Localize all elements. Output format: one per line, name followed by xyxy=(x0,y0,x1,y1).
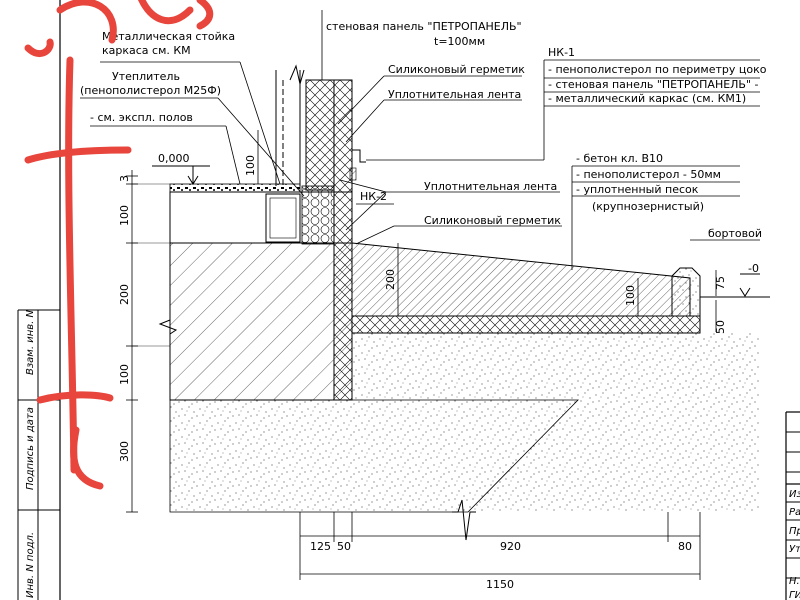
dim-bottom-920: 920 xyxy=(500,540,521,553)
metal-post xyxy=(275,70,301,186)
label-nk1: НК-1 xyxy=(548,46,575,59)
label-lenta-mid: Уплотнительная лента xyxy=(424,180,557,193)
foam-insulation xyxy=(301,185,335,245)
level-mark-right xyxy=(739,273,760,297)
floor-finish xyxy=(169,183,301,193)
dim-bottom-total: 1150 xyxy=(486,578,514,591)
break-mark-left xyxy=(158,319,178,335)
title-block-row: Н. xyxy=(789,576,800,587)
blind-area-insulation xyxy=(351,315,701,334)
nk1-item: - металлический каркас (см. КМ1) xyxy=(548,92,746,105)
dim-3: 3 xyxy=(118,175,131,182)
dim-100b: 100 xyxy=(118,364,131,385)
left-dimension-chain xyxy=(126,170,170,513)
dim-bottom-125: 125 xyxy=(310,540,331,553)
stamp-podpis-data: Подпись и дата xyxy=(25,407,36,490)
break-mark xyxy=(289,64,305,85)
beton-item: - пенополистерол - 50мм xyxy=(576,168,721,181)
label-stoyka-2: каркаса см. КМ xyxy=(102,44,191,57)
break-mark-bottom xyxy=(452,499,476,541)
wall-panel xyxy=(333,79,353,401)
sealant-top xyxy=(349,167,357,181)
stamp-inv-podl: Инв. N подл. xyxy=(25,532,36,598)
wall-panel-core xyxy=(305,79,335,191)
leaders-top xyxy=(321,10,522,143)
sand-fill-right xyxy=(352,333,760,512)
flashing xyxy=(352,149,366,163)
level-zero-label: 0,000 xyxy=(158,152,190,165)
dim-200: 200 xyxy=(118,284,131,305)
label-panel-top-2: t=100мм xyxy=(434,35,485,48)
label-germetik-top: Силиконовый герметик xyxy=(388,63,525,76)
dim-100: 100 xyxy=(118,205,131,226)
beton-item: (крупнозернистый) xyxy=(592,200,704,213)
title-block-row: Ра xyxy=(789,507,800,518)
title-block-row: ГИ xyxy=(789,590,800,600)
leaders-mid xyxy=(339,179,562,245)
title-block-row: Пр xyxy=(789,526,800,537)
sheet-frame xyxy=(17,0,61,600)
label-panel-top-1: стеновая панель "ПЕТРОПАНЕЛЬ" xyxy=(326,20,522,33)
dim-75: 75 xyxy=(714,276,727,290)
beton-item: - уплотненный песок xyxy=(576,183,699,196)
insulation-inner xyxy=(269,197,297,239)
label-uteplitel-2: (пенополистерол М25Ф) xyxy=(80,84,221,97)
label-nk2: НК-2 xyxy=(360,190,387,203)
bottom-dimension-chain xyxy=(299,512,701,580)
dim-bottom-80: 80 xyxy=(678,540,692,553)
handwritten-red-mark xyxy=(24,0,214,490)
leaders-left xyxy=(80,61,305,197)
dim-small-100: 100 xyxy=(244,155,257,176)
label-ekspl-polov: - см. экспл. полов xyxy=(90,111,193,124)
dim-100-right: 100 xyxy=(624,285,637,306)
blind-area xyxy=(351,242,691,317)
level-mark-zero xyxy=(152,165,210,185)
title-block-row: Ут xyxy=(789,544,800,555)
mid-dims xyxy=(397,243,717,332)
nk1-leader xyxy=(366,59,760,161)
label-bortovoi: бортовой xyxy=(708,227,762,240)
foundation-concrete xyxy=(169,242,353,401)
label-level-right: -0 xyxy=(748,262,759,275)
label-uteplitel-1: Утеплитель xyxy=(112,70,180,83)
curb-stone xyxy=(671,267,701,317)
dim-50: 50 xyxy=(714,320,727,334)
label-lenta-top: Уплотнительная лента xyxy=(388,88,521,101)
stamp-vzam-inv: Взам. инв. N xyxy=(25,310,36,375)
dim-bottom-50: 50 xyxy=(337,540,351,553)
dim-300: 300 xyxy=(118,441,131,462)
beton-item: - бетон кл. В10 xyxy=(576,152,663,165)
title-block-row: Из xyxy=(789,489,800,500)
nk1-item: - стеновая панель "ПЕТРОПАНЕЛЬ" - xyxy=(548,78,759,91)
dim-200-mid: 200 xyxy=(384,269,397,290)
label-germetik-mid: Силиконовый герметик xyxy=(424,214,561,227)
title-block xyxy=(785,411,800,600)
beton-leader xyxy=(571,165,740,270)
nk1-item: - пенополистерол по периметру цоко xyxy=(548,63,767,76)
label-stoyka-1: Металлическая стойка xyxy=(102,30,235,43)
